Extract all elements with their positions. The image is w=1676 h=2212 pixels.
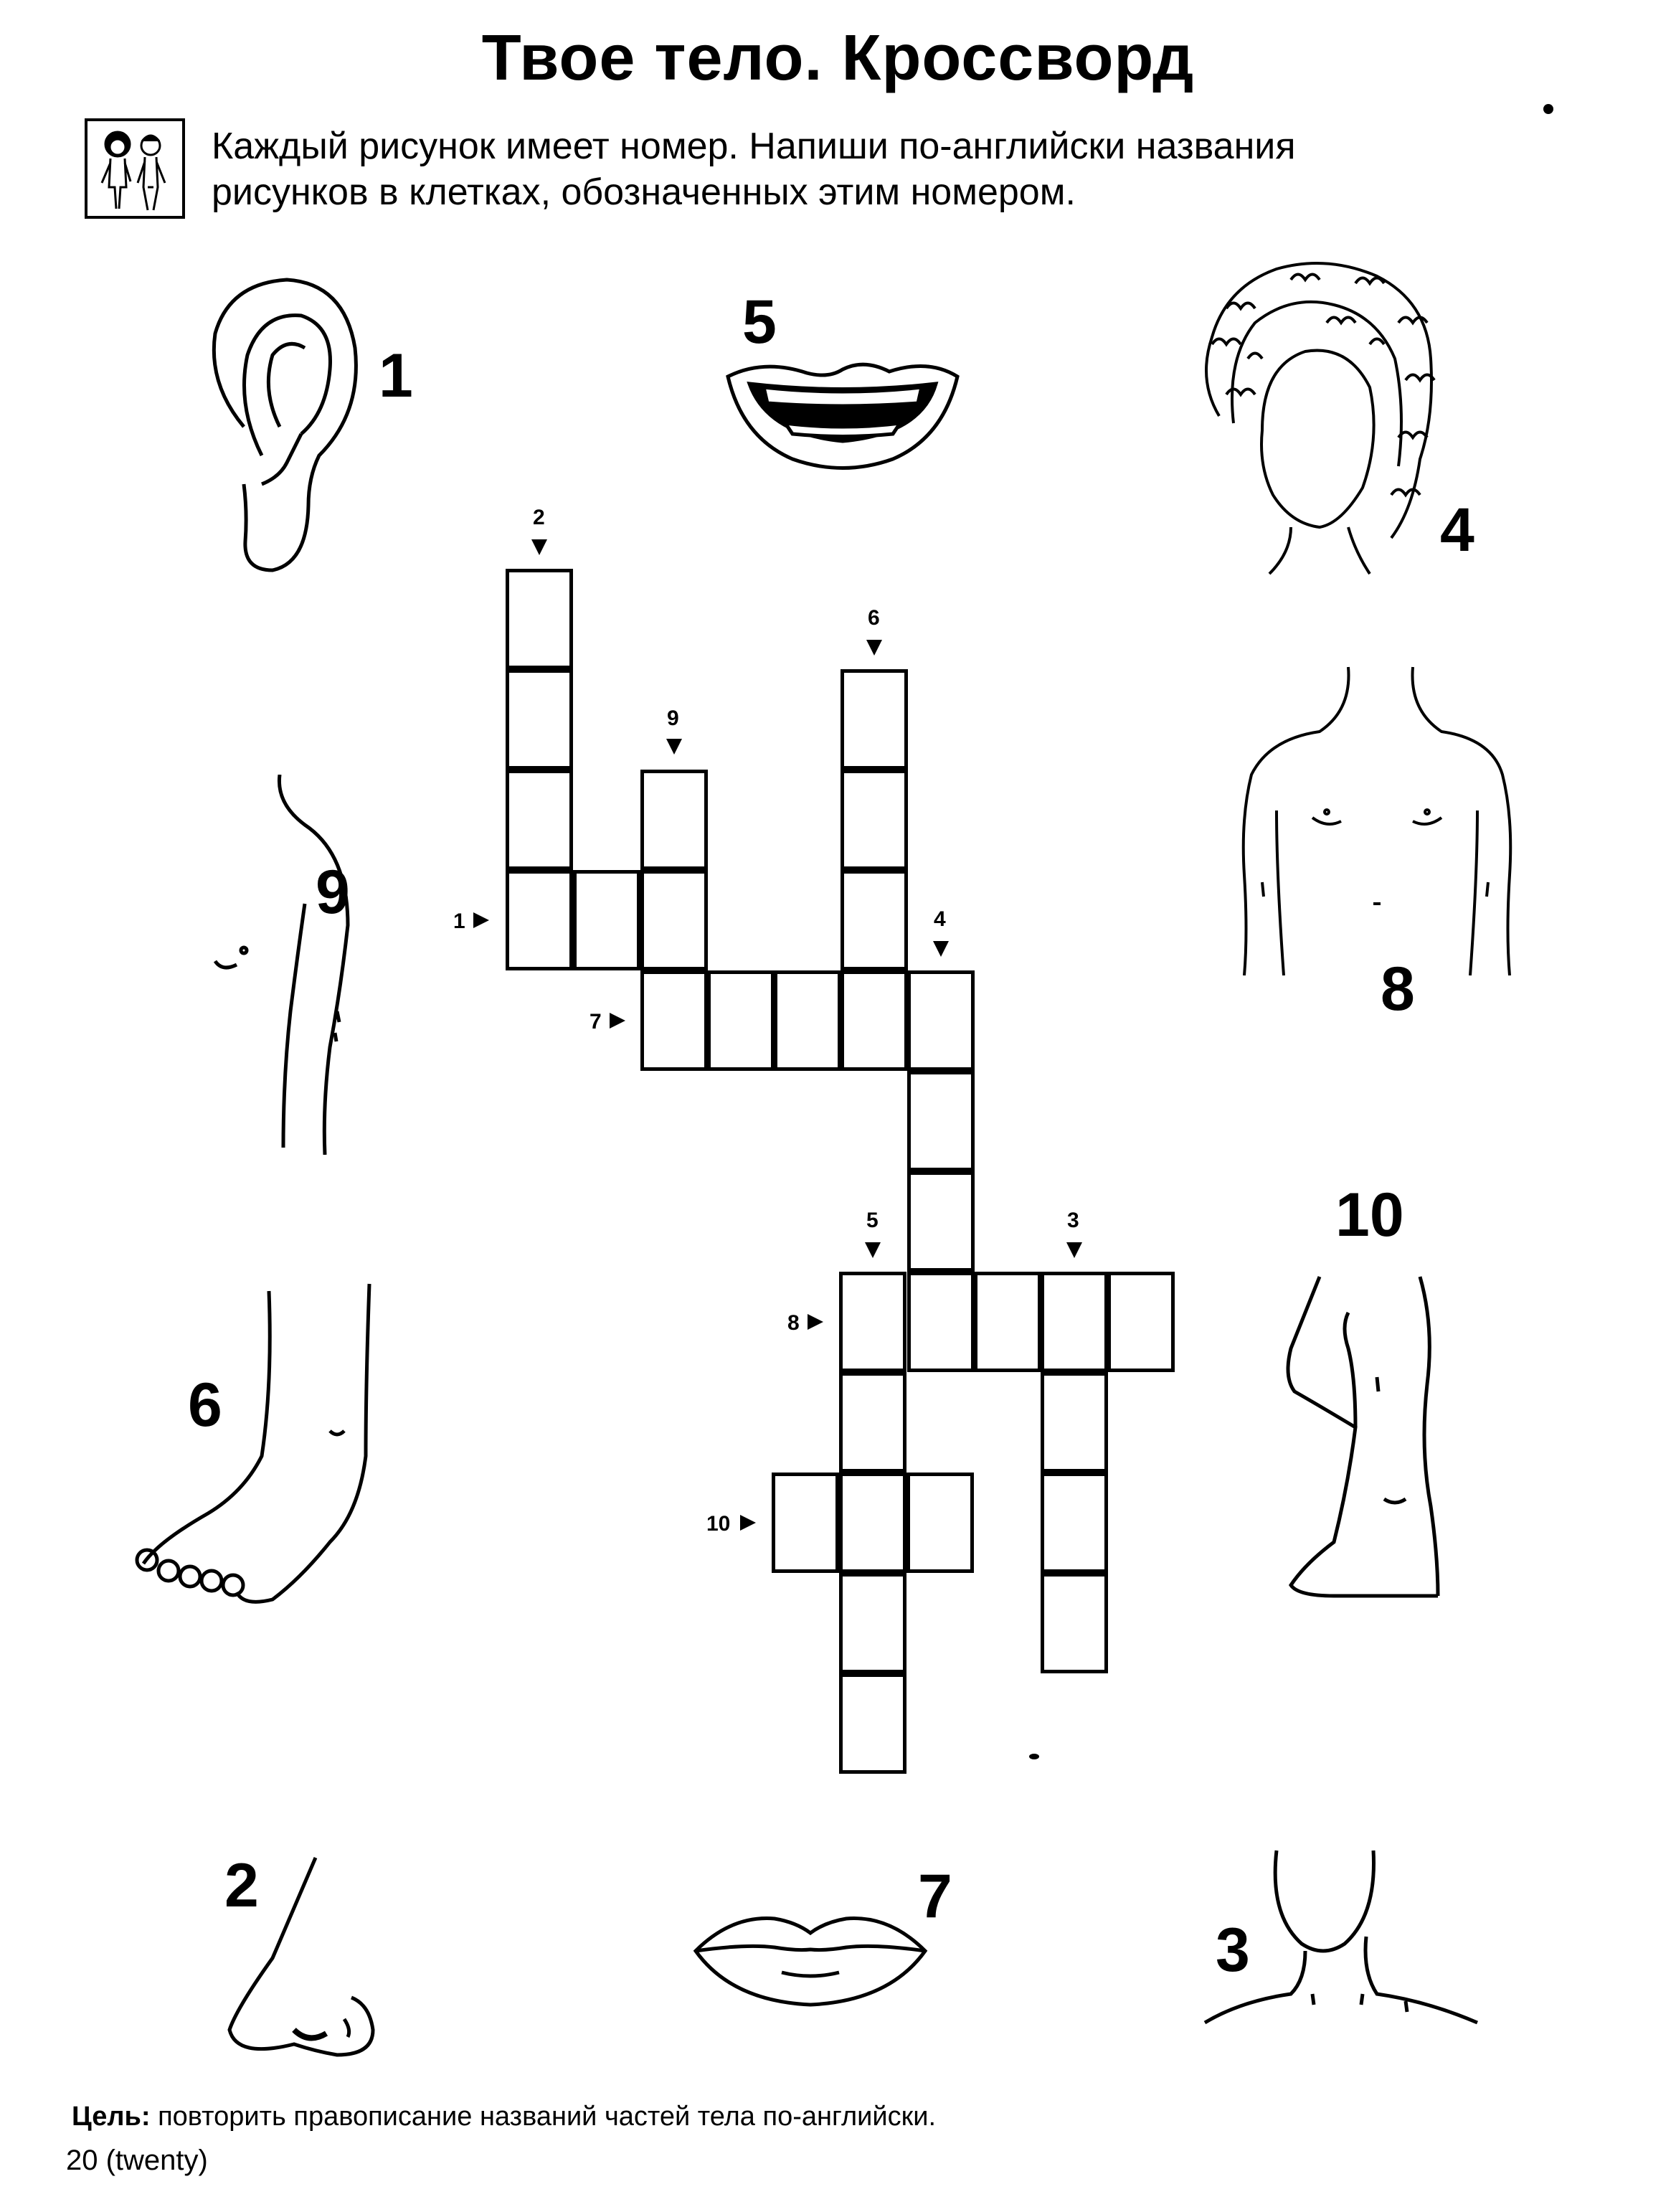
foot-icon: [135, 1283, 371, 1604]
picture-number-2: 2: [224, 1851, 259, 1920]
crossword-cell[interactable]: [907, 1171, 975, 1272]
crossword-cell[interactable]: [839, 1573, 906, 1673]
crossword-cell[interactable]: [841, 970, 908, 1071]
picture-hair: [1183, 251, 1456, 588]
picture-number-7: 7: [918, 1862, 952, 1931]
crossword-cell[interactable]: [1041, 1272, 1108, 1372]
arrow-right-icon: [473, 912, 489, 928]
clue-down-2: 2: [533, 506, 545, 529]
neck-icon: [1203, 1850, 1478, 2025]
picture-number-8: 8: [1381, 955, 1415, 1024]
chest-icon: [1241, 666, 1512, 975]
crossword-cell[interactable]: [839, 1473, 906, 1573]
picture-number-10: 10: [1335, 1181, 1404, 1249]
clue-down-9: 9: [667, 706, 679, 730]
leg-icon: [1286, 1276, 1440, 1598]
arrow-down-icon: [1066, 1242, 1082, 1258]
crossword-cell[interactable]: [640, 970, 708, 1071]
crossword-cell[interactable]: [839, 1673, 906, 1774]
crossword-cell[interactable]: [772, 1473, 839, 1573]
crossword-cell[interactable]: [506, 870, 573, 970]
arrow-right-icon: [610, 1013, 625, 1029]
picture-leg: [1277, 1270, 1463, 1614]
instruction-text: Каждый рисунок имеет номер. Напиши по-ан…: [212, 123, 1574, 215]
crossword-cell[interactable]: [841, 669, 908, 770]
picture-shoulder: [204, 775, 391, 1155]
picture-number-3: 3: [1216, 1916, 1250, 1985]
crossword-cell[interactable]: [506, 669, 573, 770]
picture-lips: [688, 1894, 932, 2015]
picture-ear: [194, 269, 380, 585]
clue-down-6: 6: [868, 606, 880, 630]
kids-icon: [85, 118, 185, 219]
shoulder-icon: [213, 775, 350, 1155]
arrow-right-icon: [808, 1314, 823, 1330]
lips-icon: [693, 1916, 928, 2007]
picture-mouth: [721, 351, 965, 481]
picture-number-4: 4: [1440, 496, 1474, 564]
arrow-down-icon: [666, 739, 682, 755]
crossword-cell[interactable]: [506, 569, 573, 669]
picture-number-1: 1: [379, 341, 413, 410]
crossword-cell[interactable]: [839, 1372, 906, 1473]
crossword-cell[interactable]: [640, 770, 708, 870]
crossword-cell[interactable]: [573, 870, 640, 970]
ink-speck: [1029, 1754, 1039, 1759]
crossword-cell[interactable]: [974, 1272, 1041, 1372]
goal-label: Цель:: [72, 2102, 151, 2132]
hair-icon: [1205, 262, 1436, 575]
crossword-cell[interactable]: [907, 970, 975, 1071]
crossword-cell[interactable]: [1107, 1272, 1175, 1372]
clue-across-8: 8: [787, 1311, 800, 1335]
crossword-cell[interactable]: [707, 970, 775, 1071]
page-number: 20 (twenty): [66, 2145, 208, 2176]
clue-down-3: 3: [1067, 1209, 1079, 1232]
clue-down-5: 5: [866, 1209, 879, 1232]
crossword-cell[interactable]: [839, 1272, 906, 1372]
arrow-down-icon: [933, 941, 949, 957]
crossword-cell[interactable]: [506, 770, 573, 870]
clue-across-1: 1: [453, 909, 465, 933]
clue-down-4: 4: [934, 907, 946, 931]
picture-nose: [208, 1851, 394, 2066]
crossword-cell[interactable]: [774, 970, 841, 1071]
arrow-down-icon: [531, 539, 547, 555]
crossword-cell[interactable]: [841, 870, 908, 970]
goal-text: повторить правописание названий частей т…: [150, 2102, 937, 2132]
picture-neck: [1190, 1843, 1492, 2044]
crossword-cell[interactable]: [841, 770, 908, 870]
arrow-down-icon: [865, 1242, 881, 1258]
mouth-icon: [726, 362, 960, 470]
nose-icon: [227, 1857, 375, 2057]
clue-across-7: 7: [590, 1010, 602, 1034]
picture-number-9: 9: [316, 858, 350, 927]
instruction-line-1: Каждый рисунок имеет номер. Напиши по-ан…: [212, 126, 1296, 167]
picture-number-6: 6: [188, 1371, 222, 1440]
crossword-cell[interactable]: [1041, 1573, 1108, 1673]
crossword-cell[interactable]: [640, 870, 708, 970]
ear-icon: [212, 278, 358, 572]
crossword-cell[interactable]: [907, 1272, 975, 1372]
instruction-line-2: рисунков в клетках, обозначенных этим но…: [212, 171, 1076, 213]
arrow-right-icon: [740, 1515, 756, 1531]
page-title: Твое тело. Кроссворд: [481, 22, 1195, 94]
bullet-dot: [1543, 104, 1553, 114]
clue-across-10: 10: [706, 1512, 731, 1536]
picture-chest: [1234, 660, 1520, 975]
crossword-cell[interactable]: [1041, 1372, 1108, 1473]
crossword-cell[interactable]: [907, 1071, 975, 1171]
arrow-down-icon: [866, 640, 882, 656]
picture-number-5: 5: [742, 288, 777, 356]
picture-foot: [129, 1277, 387, 1614]
footer-goal: Цель: повторить правописание названий ча…: [72, 2102, 936, 2132]
crossword-cell[interactable]: [906, 1473, 974, 1573]
crossword-cell[interactable]: [1041, 1473, 1108, 1573]
